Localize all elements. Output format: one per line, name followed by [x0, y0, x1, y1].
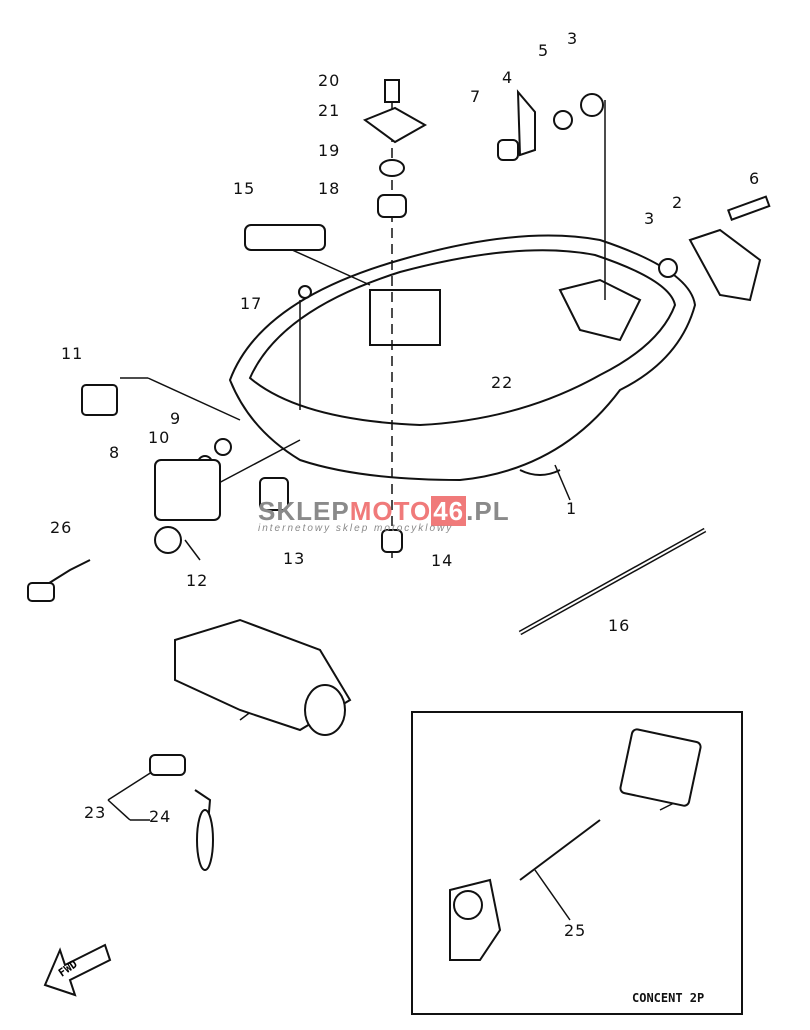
callout-7: 7 [470, 87, 482, 106]
callout-6: 6 [749, 169, 761, 188]
callout-14: 14 [431, 551, 454, 570]
callout-13: 13 [283, 549, 306, 568]
callout-23: 23 [84, 803, 107, 822]
callout-17: 17 [240, 294, 263, 313]
callout-10: 10 [148, 428, 171, 447]
callout-16: 16 [608, 616, 631, 635]
callout-1: 1 [566, 499, 578, 518]
leader-lines [107, 100, 691, 921]
callout-21: 21 [318, 101, 341, 120]
callout-25: 25 [564, 921, 587, 940]
callout-3-top: 3 [567, 29, 579, 48]
callout-22: 22 [491, 373, 514, 392]
callout-24: 24 [149, 807, 172, 826]
callout-8: 8 [109, 443, 121, 462]
watermark-part3: 46 [431, 496, 467, 526]
callout-3-right: 3 [644, 209, 656, 228]
callout-12: 12 [186, 571, 209, 590]
callout-15: 15 [233, 179, 256, 198]
watermark-part1: SKLEP [258, 496, 350, 526]
fwd-arrow-icon [43, 943, 112, 997]
callout-9: 9 [170, 409, 182, 428]
callout-19: 19 [318, 141, 341, 160]
callout-20: 20 [318, 71, 341, 90]
callout-2: 2 [672, 193, 684, 212]
inset-box [411, 711, 743, 1015]
callout-11: 11 [61, 344, 84, 363]
watermark-tagline: internetowy sklep motocyklowy [258, 523, 454, 534]
bottom-cowling [228, 234, 697, 482]
callout-18: 18 [318, 179, 341, 198]
callout-5: 5 [538, 41, 550, 60]
watermark: SKLEPMOTO46.PL [258, 496, 510, 527]
callout-26: 26 [50, 518, 73, 537]
inset-label: CONCENT 2P [632, 991, 705, 1005]
callout-4: 4 [502, 68, 514, 87]
watermark-part2: MOTO [349, 496, 432, 526]
watermark-domain: .PL [466, 496, 510, 526]
small-parts [27, 79, 771, 961]
